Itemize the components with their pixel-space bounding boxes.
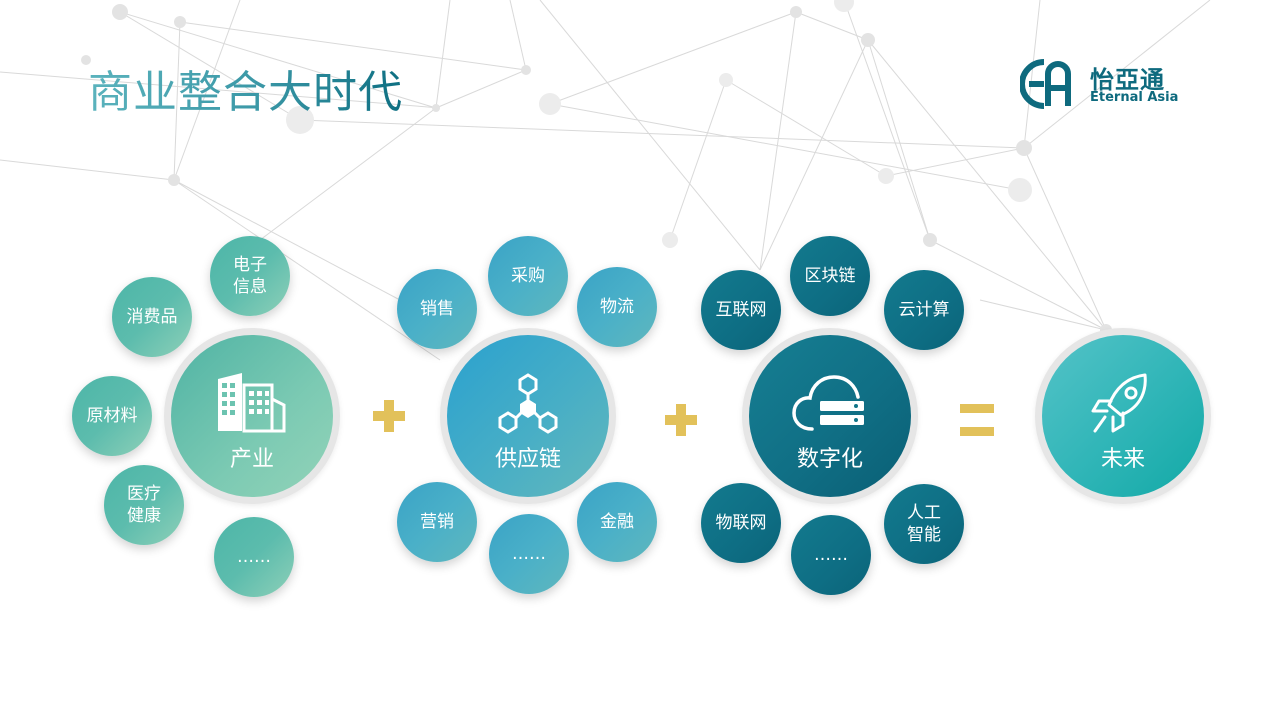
rocket-icon xyxy=(1091,373,1147,433)
satellite-sales: 销售 xyxy=(397,269,477,349)
satellite-iot: 物联网 xyxy=(701,483,781,563)
satellite-ai: 人工 智能 xyxy=(884,484,964,564)
satellite-procurement: 采购 xyxy=(488,236,568,316)
satellite-consumer-goods: 消费品 xyxy=(112,277,192,357)
satellite-more: …… xyxy=(489,514,569,594)
plus-icon xyxy=(373,400,405,432)
equals-icon xyxy=(960,404,994,436)
satellite-cloud-computing: 云计算 xyxy=(884,270,964,350)
hexagon-network-icon xyxy=(498,373,558,434)
hub-label: 数字化 xyxy=(796,447,863,472)
satellite-raw-materials: 原材料 xyxy=(72,376,152,456)
hub-future: 未来 xyxy=(1035,328,1211,504)
hub-label: 未来 xyxy=(1100,447,1145,472)
ea-logo-mark-icon xyxy=(1020,59,1071,109)
satellite-healthcare: 医疗 健康 xyxy=(104,465,184,545)
satellite-internet: 互联网 xyxy=(701,270,781,350)
plus-icon xyxy=(665,404,697,436)
satellite-logistics: 物流 xyxy=(577,267,657,347)
hub-industry: 产业 xyxy=(164,328,340,504)
satellite-more: …… xyxy=(214,517,294,597)
hub-supply-chain: 供应链 xyxy=(440,328,616,504)
logo-english-name: Eternal Asia xyxy=(1090,90,1179,105)
satellite-blockchain: 区块链 xyxy=(790,236,870,316)
cloud-server-icon xyxy=(792,375,864,431)
hub-label: 供应链 xyxy=(494,447,561,472)
hub-digitalization: 数字化 xyxy=(742,328,918,504)
satellite-marketing: 营销 xyxy=(397,482,477,562)
satellite-more: …… xyxy=(791,515,871,595)
satellite-finance: 金融 xyxy=(577,482,657,562)
satellite-electronics: 电子 信息 xyxy=(210,236,290,316)
logo-chinese-name: 怡亞通 xyxy=(1090,66,1165,94)
hub-label: 产业 xyxy=(229,447,274,472)
page-title: 商业整合大时代 xyxy=(88,56,403,120)
company-logo: 怡亞通 Eternal Asia xyxy=(1020,58,1210,110)
building-icon xyxy=(218,373,286,433)
